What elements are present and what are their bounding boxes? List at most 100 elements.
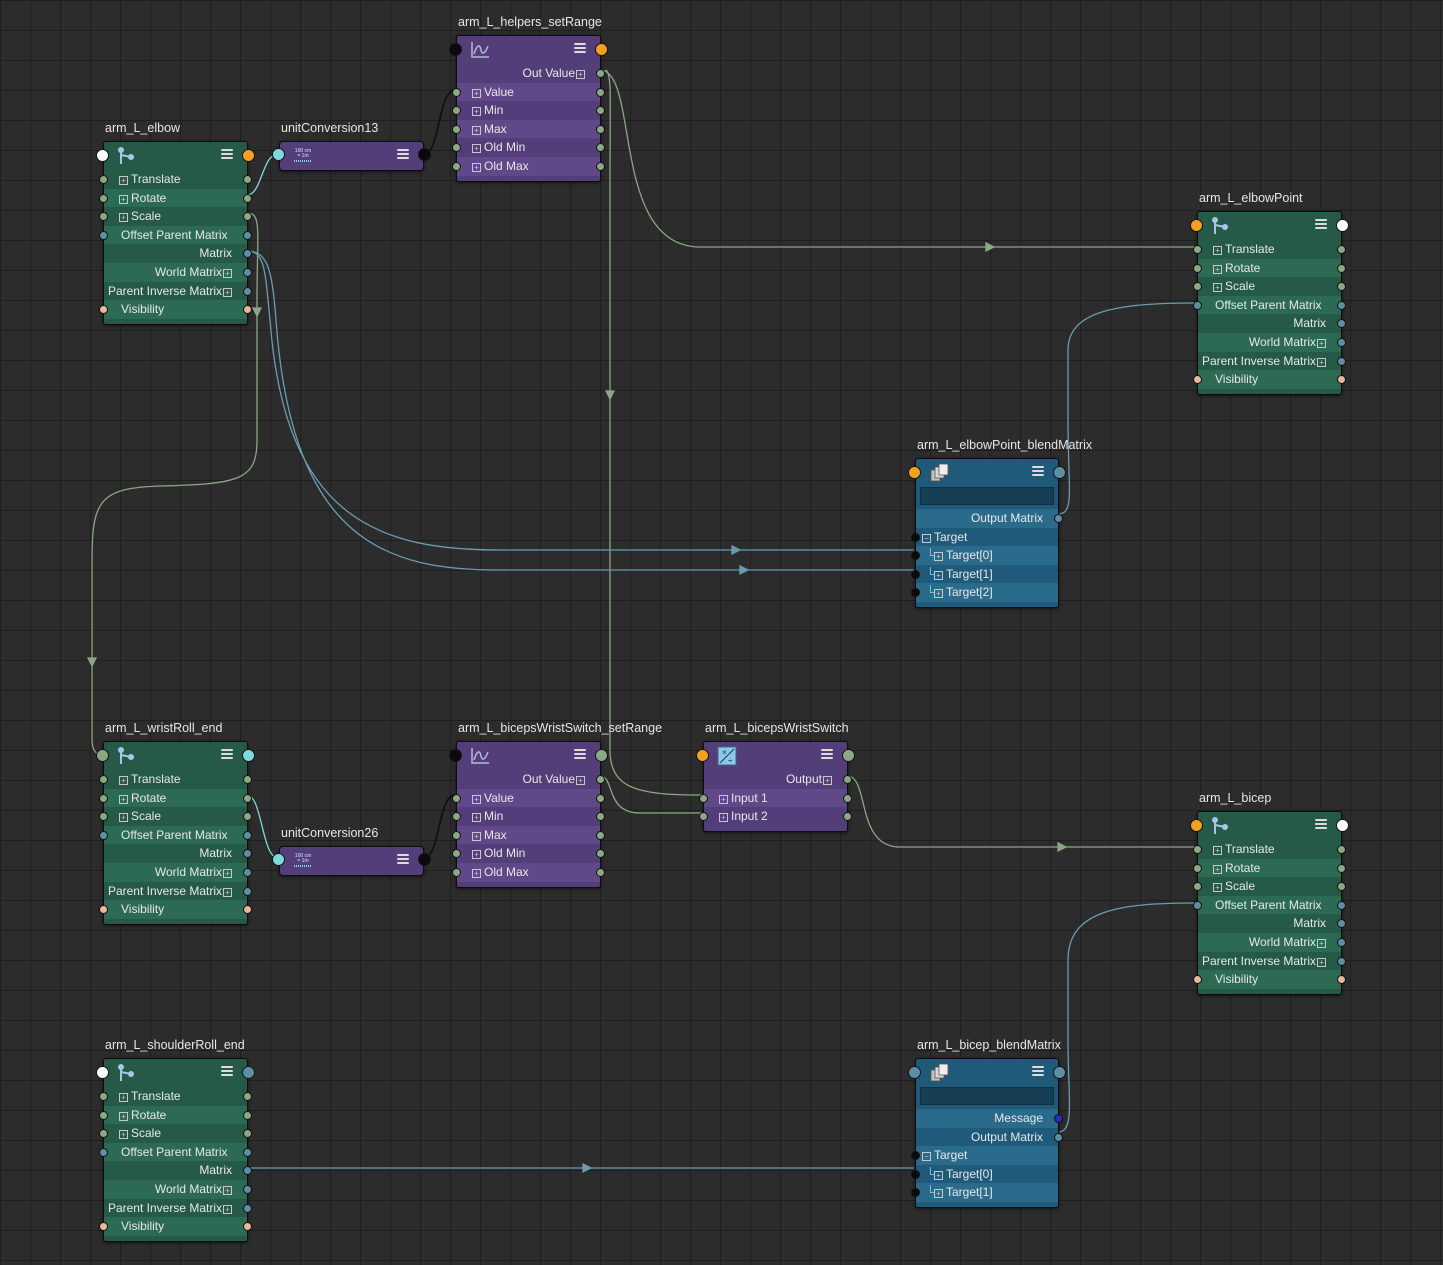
node-header[interactable] [1190,212,1349,240]
input-port[interactable] [1193,863,1202,873]
input-port[interactable] [911,551,920,561]
input-port[interactable] [99,230,108,240]
node-menu-icon[interactable] [821,749,833,761]
expand-icon[interactable]: + [1213,283,1222,293]
output-port[interactable] [1053,1066,1066,1079]
attr-visibility[interactable]: Visibility [1193,970,1346,989]
output-port[interactable] [595,749,608,762]
attr-scale[interactable]: +Scale [99,207,252,226]
expand-icon[interactable]: + [934,552,943,562]
input-port[interactable] [699,793,708,803]
node-menu-icon[interactable] [397,149,409,161]
output-port[interactable] [243,286,252,296]
output-port[interactable] [243,886,252,896]
node-menu-icon[interactable] [397,854,409,866]
attr-matrix[interactable]: Matrix [104,844,252,863]
expand-icon[interactable]: + [119,776,128,785]
input-port[interactable] [911,1169,920,1179]
attr-world-matrix[interactable]: World Matrix+ [104,1179,252,1199]
attr-offset-parent-matrix[interactable]: Offset Parent Matrix [99,1142,252,1162]
node-arm-l-shoulderroll-end[interactable]: arm_L_shoulderRoll_end +Translate +Rotat… [96,1038,255,1242]
message-port[interactable] [96,149,109,162]
expand-icon[interactable]: + [719,794,728,804]
output-port[interactable] [1337,919,1346,929]
input-port[interactable] [452,793,461,803]
attr-world-matrix[interactable]: World Matrix+ [104,862,252,882]
input-port[interactable] [452,812,461,822]
output-port[interactable] [1054,514,1063,523]
expand-icon[interactable]: + [1317,957,1326,967]
output-port[interactable] [1337,882,1346,892]
output-port[interactable] [242,749,255,762]
expand-icon[interactable]: + [119,213,128,223]
node-arm-l-bicep-blendmatrix[interactable]: arm_L_bicep_blendMatrix Message Output M… [908,1038,1066,1208]
output-port[interactable] [596,143,605,153]
output-port[interactable] [242,1066,255,1079]
node-unitconversion13[interactable]: unitConversion13 100 cm= 1m [272,121,431,171]
attr-visibility[interactable]: Visibility [99,1217,252,1236]
node-menu-icon[interactable] [1315,819,1327,831]
expand-icon[interactable]: + [1317,338,1326,348]
attr-world-matrix[interactable]: World Matrix+ [104,262,252,282]
attr-out-value[interactable]: Out Value+ [457,64,605,83]
attr-translate[interactable]: +Translate [1193,240,1346,259]
output-port[interactable] [243,1110,252,1120]
attr-parent-inverse-matrix[interactable]: Parent Inverse Matrix+ [1198,951,1346,971]
attr-offset-parent-matrix[interactable]: Offset Parent Matrix [1193,895,1346,915]
expand-icon[interactable]: + [223,268,232,278]
attr-output-matrix[interactable]: Output Matrix [916,509,1063,528]
attr-value[interactable]: +Value [452,788,605,808]
output-port[interactable] [1337,300,1346,310]
expand-icon[interactable]: + [223,1185,232,1195]
expand-icon[interactable]: + [1213,246,1222,255]
output-port[interactable] [243,230,252,240]
attr-visibility[interactable]: Visibility [99,300,252,319]
output-port[interactable] [243,867,252,877]
attr-output[interactable]: Output+ [704,770,852,789]
node-arm-l-elbowpoint[interactable]: arm_L_elbowPoint +Translate +Rotate +Sca… [1190,191,1349,395]
attr-message[interactable]: Message [916,1109,1063,1128]
attr-rotate[interactable]: +Rotate [1193,258,1346,278]
input-port[interactable] [452,849,461,859]
node-header[interactable] [1190,812,1349,840]
output-port[interactable] [596,161,605,171]
message-port[interactable] [449,43,462,56]
expand-icon[interactable]: + [472,831,481,841]
attr-min[interactable]: +Min [452,101,605,120]
input-port[interactable] [911,532,920,542]
attr-output-matrix[interactable]: Output Matrix [916,1127,1063,1147]
expand-icon[interactable]: + [1213,864,1222,874]
output-port[interactable] [1337,975,1346,985]
expand-icon[interactable]: + [472,868,481,878]
collapse-icon[interactable]: − [922,1152,931,1162]
node-arm-l-bicepswristswitch[interactable]: arm_L_bicepsWristSwitch ×÷ Output+ +Inpu… [696,721,855,832]
expand-icon[interactable]: + [934,1170,943,1180]
expand-icon[interactable]: + [823,776,832,785]
expand-icon[interactable]: + [472,162,481,172]
input-port[interactable] [99,212,108,222]
output-port[interactable] [1053,466,1066,479]
message-port[interactable] [449,749,462,762]
input-port[interactable] [452,867,461,877]
attr-matrix[interactable]: Matrix [104,1161,252,1180]
output-port[interactable] [596,812,605,822]
input-port[interactable] [1193,375,1202,385]
node-unitconversion26[interactable]: unitConversion26 100 cm= 1m [272,826,431,876]
node-header[interactable] [908,459,1066,487]
attr-offset-parent-matrix[interactable]: Offset Parent Matrix [99,825,252,845]
message-port[interactable] [96,749,109,762]
attr-parent-inverse-matrix[interactable]: Parent Inverse Matrix+ [104,1198,252,1218]
input-port[interactable] [1193,845,1202,854]
attr-parent-inverse-matrix[interactable]: Parent Inverse Matrix+ [104,881,252,901]
output-port[interactable] [243,1184,252,1194]
expand-icon[interactable]: + [119,1130,128,1140]
output-port[interactable] [242,149,255,162]
expand-icon[interactable]: + [719,813,728,823]
input-port[interactable] [452,87,461,97]
input-port[interactable] [99,1222,108,1232]
attr-translate[interactable]: +Translate [99,1087,252,1106]
message-port[interactable] [1190,219,1203,232]
expand-icon[interactable]: + [472,107,481,117]
input-port[interactable] [1193,882,1202,892]
input-port[interactable] [911,1188,920,1198]
